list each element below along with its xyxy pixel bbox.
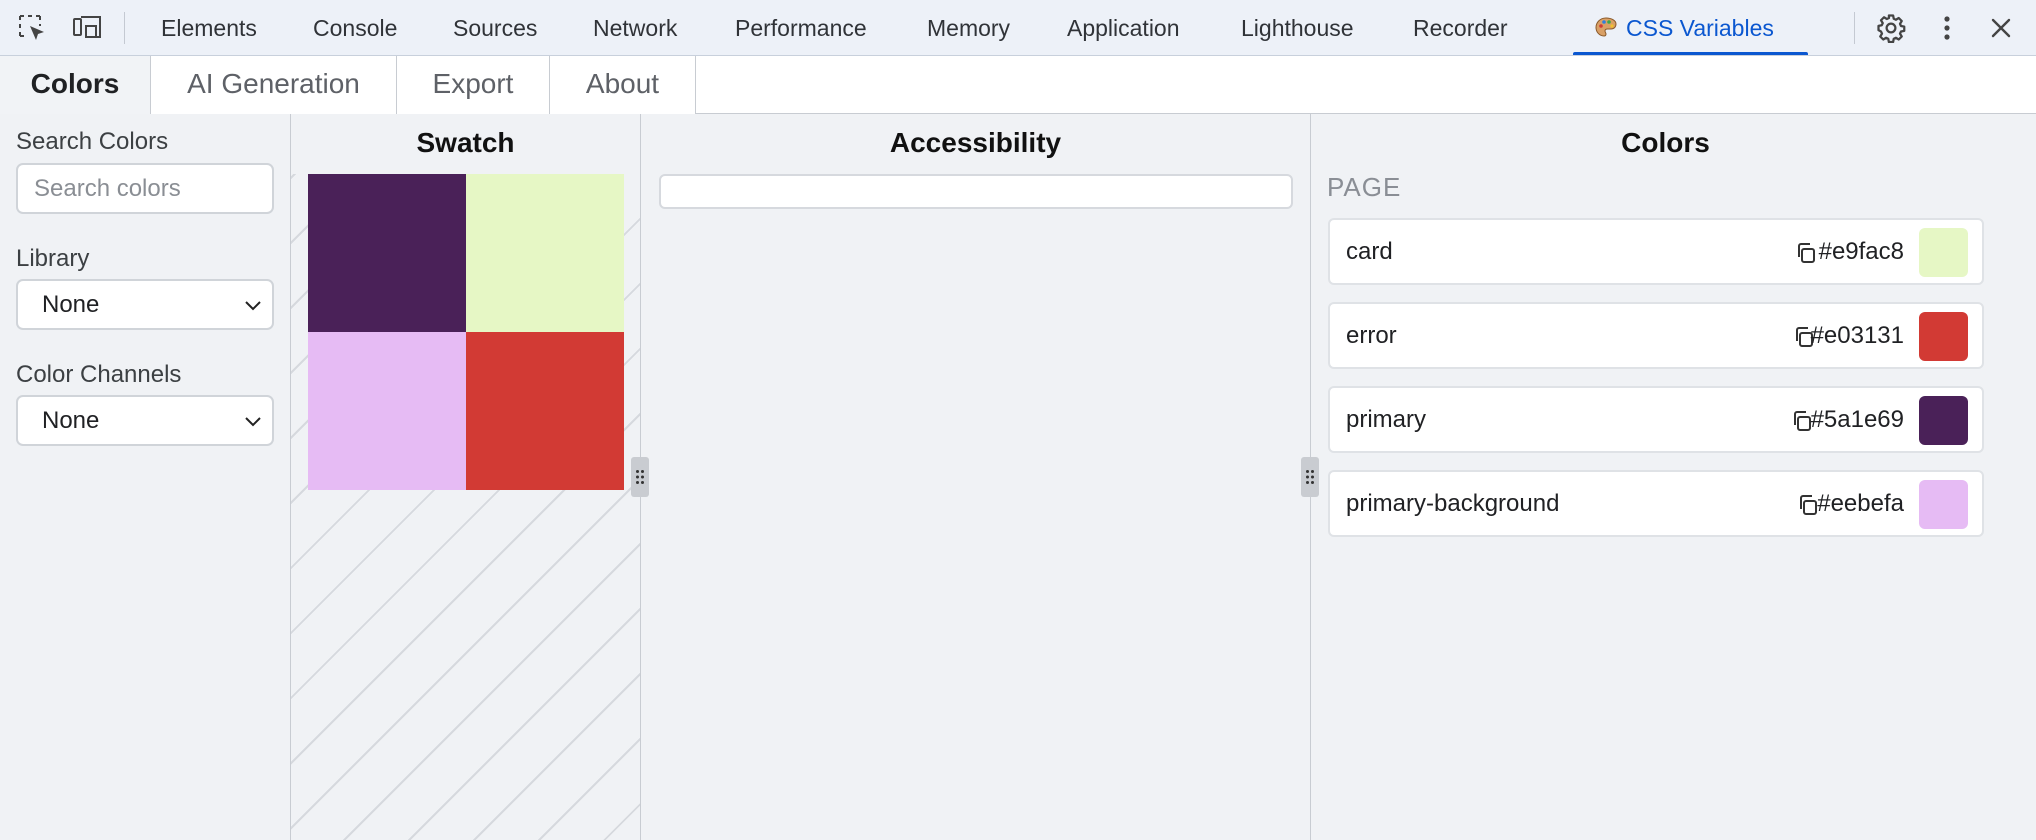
accessibility-results-box [659,174,1293,209]
filter-sidebar: Search Colors Library None Color Channel… [0,114,291,840]
tab-application[interactable]: Application [1067,15,1180,41]
accessibility-panel: Accessibility [641,114,1319,840]
copy-icon[interactable] [1790,409,1814,433]
color-name: card [1346,238,1393,265]
color-name: primary [1346,406,1427,433]
color-channels-select-value: None [42,407,100,434]
color-hex-value[interactable]: #e03131 [1810,322,1904,349]
colors-title: Colors [1621,127,1710,158]
library-select-value: None [42,291,100,318]
swatch-title: Swatch [416,127,515,158]
copy-icon[interactable] [1796,493,1820,517]
subtab-about[interactable]: About [550,56,696,114]
color-row[interactable]: primary-background #eebefa [1328,470,1984,537]
color-channels-select[interactable]: None [16,395,274,446]
subtab-export[interactable]: Export [397,56,550,114]
tab-console[interactable]: Console [313,15,398,41]
tab-recorder[interactable]: Recorder [1413,15,1508,41]
color-chip[interactable] [1919,396,1968,445]
color-row[interactable]: primary #5a1e69 [1328,386,1984,453]
inspect-element-icon[interactable] [14,10,50,46]
swatch-panel: Swatch [291,114,649,840]
chevron-down-icon [245,301,261,311]
toolbar-divider [1854,12,1855,44]
tab-lighthouse[interactable]: Lighthouse [1241,15,1354,41]
color-name: error [1346,322,1397,349]
colors-panel: Colors PAGE card #e9fac8 error #e03131 p… [1311,114,2036,840]
close-icon[interactable] [1983,10,2019,46]
copy-icon[interactable] [1794,241,1818,265]
tab-css-variables[interactable]: CSS Variables [1626,15,1774,41]
toolbar-divider [124,12,125,44]
tab-elements[interactable]: Elements [161,15,257,41]
drag-handle-icon [1306,470,1314,484]
color-row[interactable]: error #e03131 [1328,302,1984,369]
accessibility-title: Accessibility [889,127,1062,158]
subtab-ai-generation[interactable]: AI Generation [151,56,397,114]
copy-icon[interactable] [1792,325,1816,349]
library-label: Library [16,245,90,272]
search-colors-input[interactable] [16,163,274,214]
library-select[interactable]: None [16,279,274,330]
tab-memory[interactable]: Memory [927,15,1011,41]
accessibility-resize-handle[interactable] [1301,457,1319,497]
tab-performance[interactable]: Performance [735,15,867,41]
color-hex-value[interactable]: #5a1e69 [1810,406,1904,433]
color-row[interactable]: card #e9fac8 [1328,218,1984,285]
swatch-resize-handle[interactable] [631,457,649,497]
tab-sources[interactable]: Sources [453,15,538,41]
search-colors-label: Search Colors [16,128,169,155]
devtools-tab-bar: Elements Console Sources Network Perform… [0,0,2036,56]
swatch-cell-error[interactable] [466,332,624,490]
chevron-down-icon [245,417,261,427]
palette-icon [1595,17,1617,37]
active-tab-indicator [1573,52,1808,55]
device-toolbar-icon[interactable] [70,10,106,46]
drag-handle-icon [636,470,644,484]
settings-gear-icon[interactable] [1873,10,1909,46]
subtab-colors[interactable]: Colors [0,56,151,114]
swatch-cell-card[interactable] [466,174,624,332]
tab-network[interactable]: Network [593,15,678,41]
color-chip[interactable] [1919,312,1968,361]
swatch-cell-primary[interactable] [308,174,466,332]
color-chip[interactable] [1919,228,1968,277]
extension-subtabs: Colors AI Generation Export About [0,56,2036,114]
color-name: primary-background [1346,490,1560,517]
main-content: Search Colors Library None Color Channel… [0,114,2036,840]
swatch-cell-primary-background[interactable] [308,332,466,490]
color-hex-value[interactable]: #e9fac8 [1818,238,1904,265]
color-chip[interactable] [1919,480,1968,529]
more-options-icon[interactable] [1929,10,1965,46]
page-section-label: PAGE [1327,172,1402,202]
color-channels-label: Color Channels [16,361,182,388]
color-hex-value[interactable]: #eebefa [1817,490,1904,517]
